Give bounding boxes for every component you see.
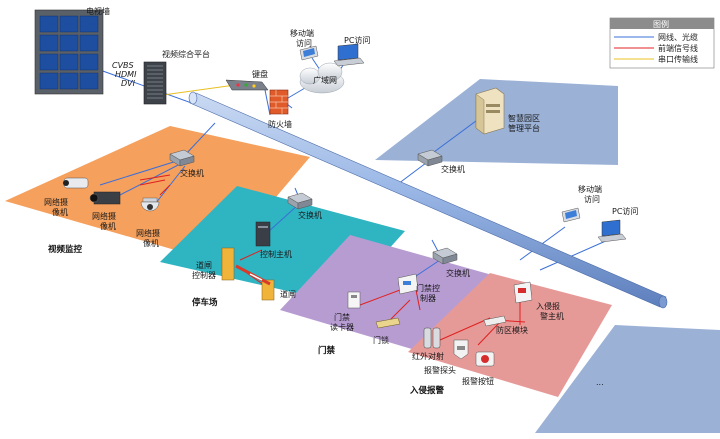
intrusion-zone-label: 入侵报警 [409,385,445,396]
more-ellipsis: ... [596,378,604,387]
parking-zone-label: 停车场 [192,297,218,308]
legend: 图例 网线、光缆 前端信号线 串口传输线 [609,17,715,69]
switch-icon [169,149,195,167]
dvi-label: DVI [121,79,136,88]
box-camera-icon [89,191,121,205]
cvbs-label: CVBS [112,61,134,70]
camera-2-label-a: 网络摄 [92,211,116,221]
right-pc-label: PC访问 [612,206,638,216]
server-icon [475,87,505,135]
card-reader-label-1: 门禁 [334,312,350,322]
pc-access-label: PC访问 [344,35,370,45]
keyboard-label: 键盘 [252,69,268,79]
smart-park-platform-label-2: 管理平台 [508,123,540,133]
door-controller-label-1: 门禁控 [416,283,440,293]
motion-detector-icon [453,339,469,360]
mobile-access-label-1: 移动端 [290,28,314,38]
hdmi-label: HDMI [115,70,137,79]
parking-switch-label: 交换机 [298,210,322,220]
gate-controller-icon [221,247,235,281]
camera-1-label-b: 像机 [52,207,68,217]
camera-2-label-b: 像机 [100,221,116,231]
right-mobile-label-1: 移动端 [578,184,602,194]
gate-controller-label-1: 道闸 [196,260,212,270]
wan-label: 广域网 [313,75,337,85]
video-switch-label: 交换机 [180,168,204,178]
right-mobile-label-2: 访问 [584,194,600,204]
parking-controller-label: 控制主机 [260,249,292,259]
mobile-phone-icon [299,45,319,61]
wan-cloud-icon [299,62,345,94]
camera-3-label-b: 像机 [143,238,159,248]
infrared-label: 红外对射 [412,351,444,361]
zone-more [535,325,720,433]
card-reader-label-2: 读卡器 [330,322,354,332]
serial-lines [162,84,236,96]
door-lock-icon [375,317,401,329]
laptop-icon [597,219,627,243]
zone-module-icon [483,315,507,327]
infrared-beam-icon [423,327,441,349]
legend-title: 图例 [653,19,669,29]
backbone-pipe [188,91,668,309]
probe-label: 报警探头 [424,365,456,375]
legend-label-signal: 前端信号线 [658,43,698,53]
alarm-host-icon [513,281,533,304]
access-switch-label: 交换机 [446,268,470,278]
barrier-gate-label: 道闸 [280,289,296,299]
door-controller-label-2: 制器 [420,293,436,303]
smart-park-platform-label-1: 智慧园区 [508,113,540,123]
video-platform-icon [143,61,167,105]
bullet-camera-icon [63,177,89,189]
mobile-access-label-2: 访问 [296,38,312,48]
legend-label-network: 网线、光缆 [658,32,698,42]
firewall-icon [269,89,289,115]
access-zone-label: 门禁 [318,345,336,356]
mobile-phone-icon [561,207,581,223]
laptop-icon [333,43,365,67]
video-platform-label: 视频综合平台 [162,49,210,59]
camera-1-label-a: 网络摄 [44,197,68,207]
controller-host-icon [255,221,271,247]
switch-icon [287,192,313,210]
alarm-button-label: 报警按钮 [462,376,494,386]
barrier-gate-icon [235,264,275,301]
alarm-host-label-2: 警主机 [540,311,564,321]
dome-camera-icon [140,197,160,212]
legend-label-serial: 串口传输线 [658,54,698,64]
zone-module-label: 防区模块 [496,325,528,335]
switch-icon [417,149,443,167]
video-wall-label: 电视墙 [86,6,110,16]
door-controller-icon [397,273,419,295]
door-lock-label: 门锁 [373,335,389,345]
alarm-host-label-1: 入侵报 [536,301,560,311]
switch-icon [432,247,458,265]
card-reader-icon [347,291,361,309]
smart-park-switch-label: 交换机 [441,164,465,174]
camera-3-label-a: 网络摄 [136,228,160,238]
keyboard-icon [225,79,269,91]
alarm-button-icon [475,351,495,367]
video-zone-label: 视频监控 [48,244,83,255]
gate-controller-label-2: 控制器 [192,270,216,280]
zone-intrusion-alarm [408,273,612,397]
firewall-label: 防火墙 [268,119,292,129]
video-wall [34,9,104,95]
